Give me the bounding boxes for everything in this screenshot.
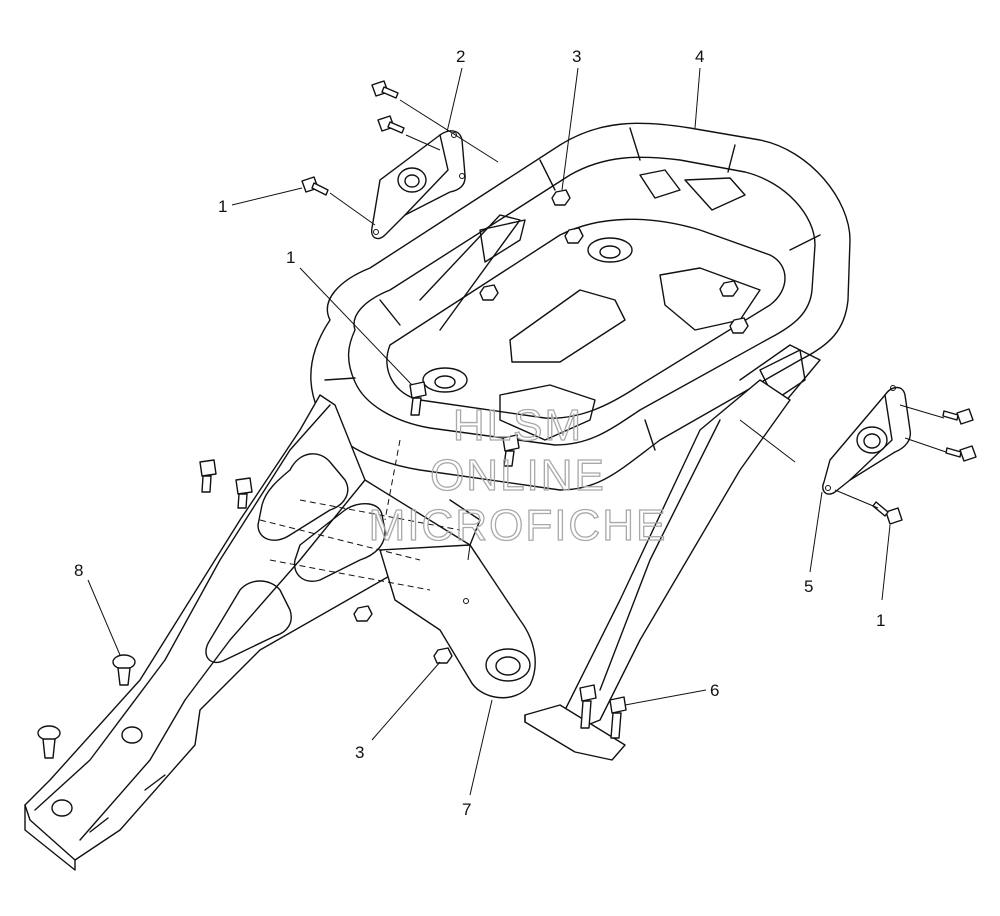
callout-3-nut-bottom: 3 — [355, 743, 364, 762]
bolt-icon — [609, 696, 627, 739]
bolt-icon — [579, 684, 597, 729]
nut-icon — [479, 284, 499, 301]
callout-4-rack: 4 — [695, 47, 704, 66]
subframe — [24, 379, 791, 871]
nut-icon — [729, 317, 749, 334]
callout-3-nut-top: 3 — [572, 47, 581, 66]
callout-1-bolt-top-left: 1 — [218, 197, 227, 216]
callout-1-bolt-center: 1 — [286, 248, 295, 267]
bolt-icon — [377, 115, 405, 134]
rear-rack — [310, 122, 851, 491]
watermark: HLSM ONLINE MICROFICHE — [368, 400, 668, 550]
bolt-icon — [502, 434, 520, 467]
bolt-icon — [942, 408, 974, 425]
button-head-bolt-icon — [112, 654, 136, 686]
nut-icon — [564, 227, 584, 244]
bolt-icon — [409, 381, 427, 416]
bolt-icon — [301, 176, 329, 196]
callout-2-bracket-left: 2 — [456, 47, 465, 66]
nut-icon — [353, 605, 373, 622]
callout-8-button-bolt: 8 — [74, 561, 83, 580]
bolt-icon — [235, 477, 253, 509]
bolt-icon — [945, 445, 977, 462]
watermark-line-3: MICROFICHE — [369, 501, 668, 550]
fasteners — [37, 80, 977, 759]
bolt-icon — [199, 459, 217, 493]
bolt-icon — [872, 501, 903, 525]
bolt-icon — [371, 80, 399, 99]
nut-icon — [433, 647, 453, 664]
callout-7-cross-member: 7 — [462, 800, 471, 819]
mount-bracket-left — [370, 130, 466, 240]
callout-5-bracket-right: 5 — [804, 577, 813, 596]
watermark-line-2: ONLINE — [430, 451, 606, 500]
nut-icon — [551, 189, 571, 206]
watermark-line-1: HLSM — [453, 401, 583, 450]
callout-labels: 1 1 1 2 3 3 4 5 6 7 8 — [74, 47, 885, 819]
callout-1-bolt-right: 1 — [876, 611, 885, 630]
button-head-bolt-icon — [37, 725, 61, 759]
nut-icon — [719, 280, 739, 297]
callout-6-foot-bolt: 6 — [710, 681, 719, 700]
leader-lines — [87, 67, 947, 796]
mount-bracket-right — [822, 385, 912, 495]
